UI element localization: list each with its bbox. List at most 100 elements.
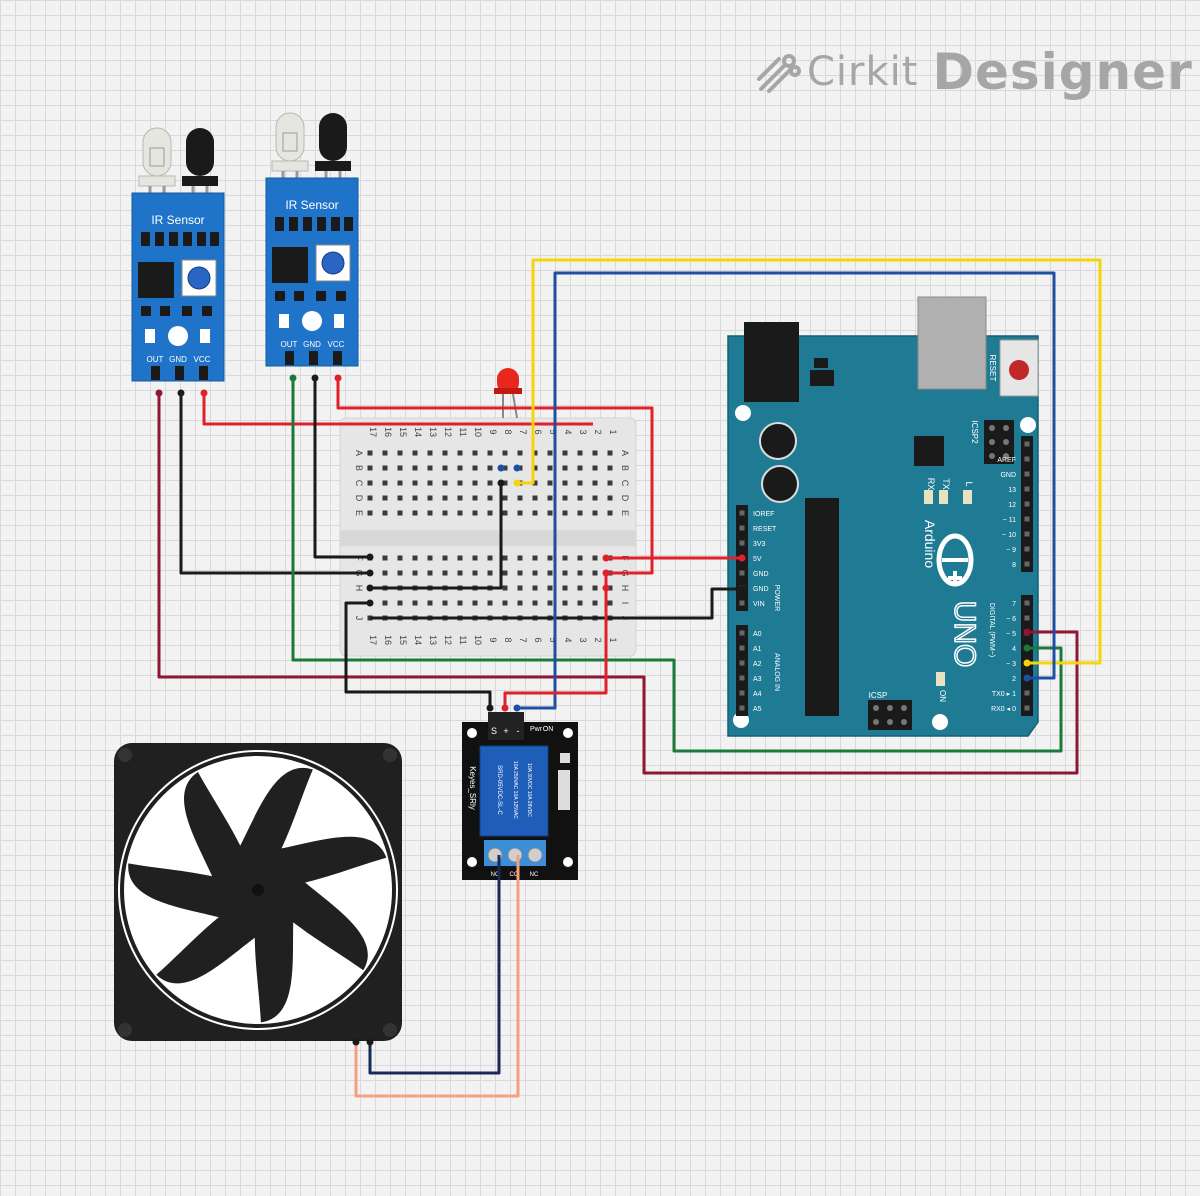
breadboard-hole[interactable] [397, 510, 403, 516]
breadboard-hole[interactable] [532, 600, 538, 606]
arduino-pin[interactable] [739, 540, 745, 546]
wire-fan-relay-co[interactable] [354, 855, 520, 1098]
breadboard-hole[interactable] [382, 555, 388, 561]
arduino-pin[interactable] [739, 600, 745, 606]
ir-sensor-2[interactable]: IR Sensor OUT GND VCC [265, 112, 359, 367]
breadboard-hole[interactable] [487, 495, 493, 501]
breadboard-hole[interactable] [547, 450, 553, 456]
breadboard-hole[interactable] [472, 495, 478, 501]
arduino-pin[interactable] [1024, 441, 1030, 447]
breadboard-hole[interactable] [412, 450, 418, 456]
breadboard-hole[interactable] [517, 570, 523, 576]
breadboard-hole[interactable] [457, 600, 463, 606]
breadboard-hole[interactable] [427, 555, 433, 561]
breadboard-hole[interactable] [457, 465, 463, 471]
breadboard-hole[interactable] [562, 570, 568, 576]
breadboard-hole[interactable] [472, 480, 478, 486]
arduino-pin[interactable] [1024, 516, 1030, 522]
breadboard-hole[interactable] [457, 555, 463, 561]
breadboard-hole[interactable] [607, 450, 613, 456]
breadboard-hole[interactable] [472, 600, 478, 606]
wire-bb-gnd-arduino[interactable] [370, 587, 742, 620]
breadboard-hole[interactable] [472, 555, 478, 561]
breadboard-hole[interactable] [577, 465, 583, 471]
breadboard-hole[interactable] [457, 480, 463, 486]
breadboard-hole[interactable] [382, 570, 388, 576]
breadboard-hole[interactable] [457, 570, 463, 576]
breadboard-hole[interactable] [562, 465, 568, 471]
breadboard-hole[interactable] [397, 450, 403, 456]
breadboard-hole[interactable] [532, 585, 538, 591]
wire-led-signal[interactable] [517, 258, 1102, 665]
arduino-pin[interactable] [739, 630, 745, 636]
arduino-pin[interactable] [1024, 615, 1030, 621]
breadboard-hole[interactable] [487, 465, 493, 471]
breadboard-hole[interactable] [472, 570, 478, 576]
arduino-uno[interactable]: RESET ICSP2 TX RX L Arduino UNO [727, 296, 1039, 737]
breadboard-hole[interactable] [367, 510, 373, 516]
breadboard-hole[interactable] [592, 510, 598, 516]
breadboard-hole[interactable] [547, 480, 553, 486]
arduino-pin[interactable] [739, 660, 745, 666]
breadboard-hole[interactable] [592, 465, 598, 471]
breadboard-hole[interactable] [532, 570, 538, 576]
breadboard-hole[interactable] [472, 450, 478, 456]
breadboard-hole[interactable] [517, 600, 523, 606]
breadboard-hole[interactable] [412, 510, 418, 516]
breadboard-hole[interactable] [547, 570, 553, 576]
breadboard-hole[interactable] [517, 510, 523, 516]
breadboard-hole[interactable] [592, 570, 598, 576]
breadboard-hole[interactable] [412, 465, 418, 471]
breadboard-hole[interactable] [592, 555, 598, 561]
breadboard-hole[interactable] [427, 465, 433, 471]
breadboard-hole[interactable] [562, 600, 568, 606]
breadboard-hole[interactable] [442, 480, 448, 486]
wire-relay-signal[interactable] [517, 271, 1056, 710]
breadboard-hole[interactable] [472, 465, 478, 471]
wire-sensor2-out[interactable] [291, 378, 1063, 753]
breadboard-hole[interactable] [487, 480, 493, 486]
breadboard-hole[interactable] [502, 480, 508, 486]
breadboard-hole[interactable] [577, 555, 583, 561]
breadboard-hole[interactable] [382, 510, 388, 516]
breadboard-hole[interactable] [427, 480, 433, 486]
breadboard-hole[interactable] [457, 450, 463, 456]
arduino-pin[interactable] [1024, 690, 1030, 696]
cooling-fan[interactable] [114, 743, 402, 1041]
breadboard-hole[interactable] [607, 585, 613, 591]
breadboard-hole[interactable] [607, 600, 613, 606]
breadboard-hole[interactable] [412, 480, 418, 486]
breadboard-hole[interactable] [532, 465, 538, 471]
arduino-pin[interactable] [739, 645, 745, 651]
wire-sensor2-gnd[interactable] [313, 378, 370, 559]
arduino-pin[interactable] [1024, 486, 1030, 492]
breadboard-hole[interactable] [592, 600, 598, 606]
breadboard-hole[interactable] [367, 450, 373, 456]
breadboard-hole[interactable] [592, 450, 598, 456]
breadboard-hole[interactable] [427, 495, 433, 501]
breadboard-hole[interactable] [427, 450, 433, 456]
arduino-pin[interactable] [739, 510, 745, 516]
red-led[interactable] [494, 368, 522, 419]
breadboard-hole[interactable] [397, 465, 403, 471]
breadboard-hole[interactable] [592, 585, 598, 591]
arduino-pin[interactable] [739, 705, 745, 711]
breadboard-hole[interactable] [547, 600, 553, 606]
breadboard-hole[interactable] [487, 600, 493, 606]
arduino-pin[interactable] [1024, 531, 1030, 537]
breadboard-hole[interactable] [487, 570, 493, 576]
breadboard-hole[interactable] [427, 600, 433, 606]
breadboard-hole[interactable] [367, 480, 373, 486]
breadboard-hole[interactable] [397, 495, 403, 501]
breadboard-hole[interactable] [427, 510, 433, 516]
breadboard-hole[interactable] [577, 600, 583, 606]
breadboard-hole[interactable] [517, 555, 523, 561]
wire-sensor2-vcc[interactable] [336, 378, 654, 575]
breadboard-hole[interactable] [397, 480, 403, 486]
breadboard-hole[interactable] [442, 555, 448, 561]
breadboard-hole[interactable] [607, 480, 613, 486]
breadboard-hole[interactable] [502, 600, 508, 606]
breadboard-hole[interactable] [577, 450, 583, 456]
breadboard-hole[interactable] [607, 465, 613, 471]
